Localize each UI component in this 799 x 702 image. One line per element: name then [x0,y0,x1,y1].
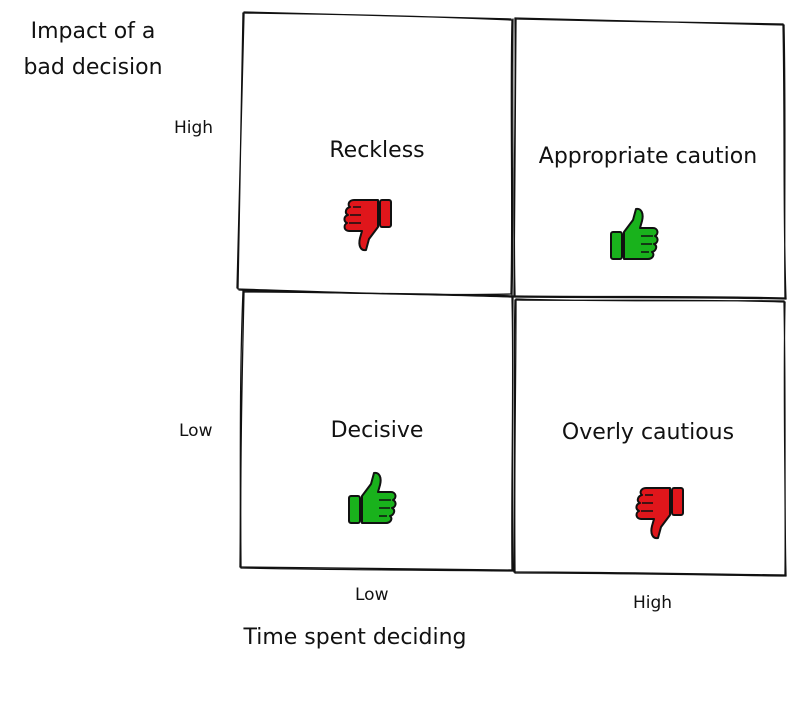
thumbs-down-icon [343,199,392,252]
y-tick-high: High [174,118,214,138]
thumbs-down-icon [635,487,684,540]
x-tick-high: High [633,593,673,613]
x-tick-low: Low [355,585,389,605]
quadrant-label-reckless: Reckless [329,138,425,163]
x-axis-title: Time spent deciding [243,625,467,650]
y-axis-title-line-2: bad decision [23,55,163,80]
y-tick-low: Low [179,421,213,441]
thumbs-up-icon [610,207,659,260]
quadrant-label-appropriate-caution: Appropriate caution [538,144,758,169]
thumbs-up-icon [348,471,397,524]
quadrant-label-decisive: Decisive [330,418,424,443]
y-axis-title: Impact of a bad decision [18,14,168,86]
y-axis-title-line-1: Impact of a [30,19,156,44]
quadrant-label-overly-cautious: Overly cautious [561,420,735,445]
